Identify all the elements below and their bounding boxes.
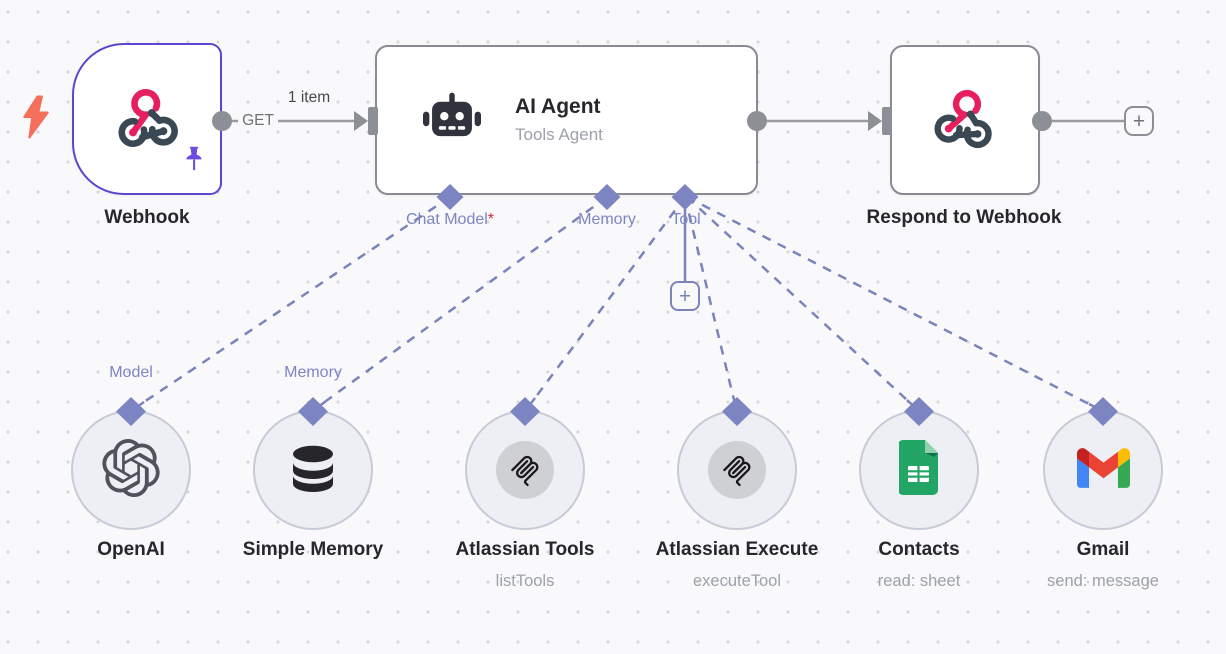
node-openai[interactable] [71, 410, 191, 530]
contacts-operation: read: sheet [877, 572, 961, 590]
gmail-operation: send: message [1047, 572, 1159, 590]
webhook-icon [114, 85, 180, 156]
ai-agent-subtitle: Tools Agent [515, 125, 603, 144]
lightning-icon [20, 94, 52, 145]
connection-method-label: GET [238, 112, 278, 130]
port-label-tool: Tool [671, 211, 701, 228]
gmail-label: Gmail [1076, 539, 1130, 560]
webhook-icon [933, 86, 997, 155]
webhook-node-label: Webhook [104, 207, 190, 228]
google-sheets-icon [898, 440, 939, 500]
mcp-icon [708, 441, 766, 499]
add-next-node-button[interactable]: + [1124, 106, 1154, 136]
node-webhook[interactable] [72, 43, 222, 195]
subport-label-model: Model [109, 364, 153, 381]
gmail-icon [1076, 447, 1130, 493]
port-label-chat-model: Chat Model* [405, 211, 495, 228]
ai-agent-title: AI Agent [515, 95, 601, 118]
atlassian-tools-label: Atlassian Tools [455, 539, 595, 560]
node-ai-agent[interactable]: AI Agent Tools Agent [375, 45, 758, 195]
node-gmail[interactable] [1043, 410, 1163, 530]
contacts-label: Contacts [878, 539, 960, 560]
openai-label: OpenAI [97, 539, 165, 560]
plus-icon: + [1132, 109, 1146, 133]
node-respond-to-webhook[interactable] [890, 45, 1040, 195]
add-tool-button[interactable]: + [670, 281, 700, 311]
atlassian-tools-operation: listTools [495, 572, 555, 590]
node-contacts[interactable] [859, 410, 979, 530]
agent-input-arrow [354, 111, 368, 131]
node-atlassian-execute[interactable] [677, 410, 797, 530]
simple-memory-label: Simple Memory [242, 539, 384, 560]
robot-icon [423, 92, 481, 149]
required-marker: * [487, 211, 495, 228]
port-label-memory: Memory [578, 211, 636, 228]
atlassian-execute-operation: executeTool [692, 572, 782, 590]
respond-node-label: Respond to Webhook [866, 207, 1062, 228]
mcp-icon [496, 441, 554, 499]
database-icon [289, 444, 337, 497]
subport-label-memory: Memory [284, 364, 342, 381]
respond-input-arrow [868, 111, 882, 131]
connection-items-count: 1 item [287, 89, 331, 106]
plus-icon: + [678, 284, 692, 308]
pin-icon [180, 145, 208, 180]
node-simple-memory[interactable] [253, 410, 373, 530]
openai-icon [102, 438, 160, 502]
node-atlassian-tools[interactable] [465, 410, 585, 530]
atlassian-execute-label: Atlassian Execute [655, 539, 819, 560]
